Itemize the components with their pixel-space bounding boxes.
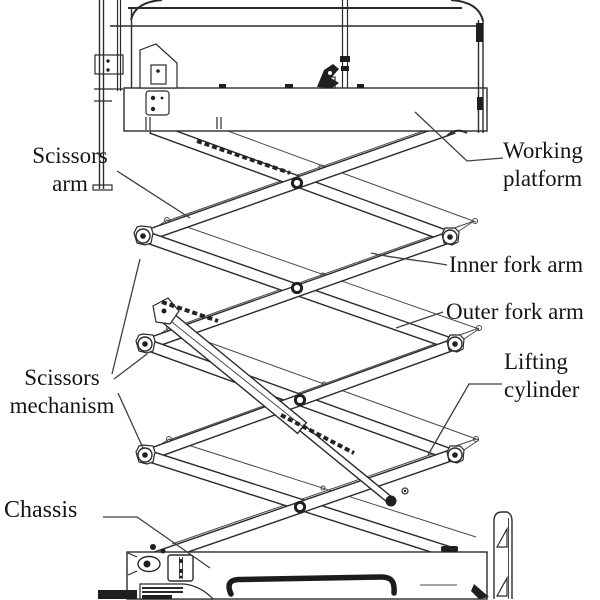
working-platform-drawing: [92, 0, 488, 191]
leader-lifting-cylinder: [427, 383, 502, 456]
leader-inner-fork-arm: [370, 252, 448, 266]
platform-bracket: [139, 43, 178, 89]
label-scissors-arm: Scissors arm: [32, 143, 108, 197]
pivot-joints: [133, 176, 465, 514]
drive-unit: [98, 590, 137, 599]
chassis-box: [167, 554, 194, 582]
rod-end-bracket: [385, 495, 397, 507]
label-scissors-mechanism: Scissors mechanism: [9, 365, 115, 419]
label-chassis: Chassis: [4, 497, 78, 523]
guardrail-corner-right: [450, 0, 484, 22]
leader-working-platform: [414, 111, 504, 162]
leader-scissors-mechanism-1: [111, 258, 141, 375]
chassis-drawing: [98, 511, 513, 600]
label-lifting-cylinder: Lifting cylinder: [504, 349, 580, 403]
platform-deck: [123, 87, 488, 132]
pivot-mount-bracket: [145, 90, 170, 116]
leader-chassis: [103, 516, 211, 569]
control-lever: [317, 64, 339, 88]
label-inner-fork-arm: Inner fork arm: [449, 252, 584, 277]
leader-lines: [103, 111, 504, 569]
leader-scissors-arm: [116, 170, 191, 219]
chassis-corner-bracket: [471, 584, 489, 599]
label-working-platform: Working platform: [503, 138, 583, 192]
ladder-step: [495, 526, 508, 548]
slider-attachment: [446, 129, 468, 137]
leader-scissors-mechanism-3: [117, 392, 144, 449]
slider-roller: [441, 546, 458, 552]
ladder-step: [495, 575, 508, 597]
label-outer-fork-arm: Outer fork arm: [446, 299, 584, 324]
hydraulic-hoses: [161, 139, 355, 455]
leader-outer-fork-arm: [395, 311, 444, 329]
leader-scissors-mechanism-2: [113, 353, 148, 380]
hose-guide-band: [226, 574, 397, 597]
